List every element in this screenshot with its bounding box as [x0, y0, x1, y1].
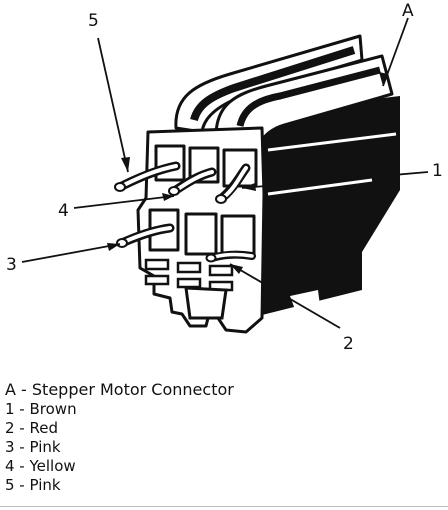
legend-title: A - Stepper Motor Connector	[5, 380, 234, 399]
connector-base-tab	[184, 286, 228, 320]
leader-2	[229, 263, 341, 329]
connector-side-notch	[290, 290, 320, 312]
callout-1: 1	[432, 161, 443, 181]
callout-3: 3	[6, 255, 17, 275]
legend-item-3: 3 - Pink	[5, 438, 61, 456]
wire-2	[205, 250, 256, 263]
arrowhead-2	[230, 264, 243, 274]
connector-latch-right-groove	[236, 66, 381, 127]
connector-right-side	[250, 96, 400, 318]
leader-3	[21, 243, 121, 263]
leader-lines	[21, 17, 429, 329]
bottom-rule	[0, 506, 448, 507]
arrowhead-4	[162, 193, 174, 201]
wire-5	[114, 161, 181, 192]
legend-item-2: 2 - Red	[5, 419, 58, 437]
leader-4	[73, 195, 175, 209]
wire-1	[215, 163, 251, 204]
callout-2: 2	[343, 334, 354, 354]
callout-4: 4	[58, 201, 69, 221]
legend-item-5: 5 - Pink	[5, 476, 61, 494]
connector-diagram: A 5 1 4 3 2	[6, 1, 443, 354]
arrowhead-a	[379, 72, 388, 86]
leader-5	[97, 37, 129, 173]
connector-side-hatching	[267, 132, 397, 196]
leader-arrowheads	[107, 72, 388, 274]
arrowhead-1	[242, 183, 256, 191]
callout-5: 5	[88, 11, 99, 31]
connector-latch-left-slot	[190, 46, 356, 122]
leader-1	[241, 171, 429, 189]
connector-bottom-slots	[144, 258, 234, 292]
arrowhead-5	[121, 157, 130, 172]
legend-item-1: 1 - Brown	[5, 400, 77, 418]
wire-4	[168, 167, 217, 196]
arrowhead-3	[107, 243, 120, 251]
callout-a: A	[402, 1, 414, 21]
wire-legend: A - Stepper Motor Connector 1 - Brown 2 …	[5, 380, 234, 495]
legend-item-4: 4 - Yellow	[5, 457, 76, 475]
